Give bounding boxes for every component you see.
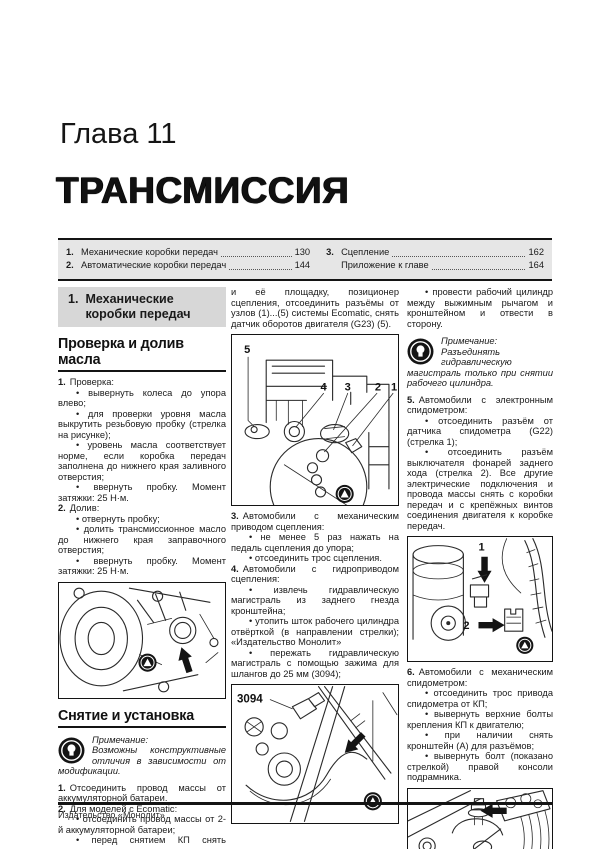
body-paragraph: 2.Долив: [58, 503, 100, 513]
body-paragraph: • долить трансмиссионное масло до нижнег… [58, 524, 226, 555]
monolit-logo-watermark [138, 653, 157, 672]
body-paragraph: • при наличии снять кронштейн (А) для ра… [407, 730, 553, 751]
callout-arrow [480, 803, 507, 818]
note-block: Примечание: Разъединять гидравлическую м… [407, 336, 553, 389]
body-paragraph: • извлечь гидравлическую магистраль из з… [231, 584, 399, 616]
monolit-logo-watermark [516, 636, 534, 654]
toc-entry-page: 164 [528, 260, 544, 270]
toc-entry: Приложение к главе 164 [326, 259, 544, 272]
technical-illustration [408, 789, 551, 849]
toc-entry-number: 3. [326, 247, 334, 257]
figure-subframe-console-bolt [407, 787, 553, 849]
callout-arrow [478, 618, 505, 633]
body-paragraph: • отвернуть пробку; [76, 513, 160, 524]
callout-arrow [477, 556, 492, 583]
toc-entry-label: Автоматические коробки передач [81, 260, 227, 270]
toc-entry-number: 1. [66, 247, 74, 257]
bulb-icon [58, 737, 85, 764]
body-paragraph: • ввернуть пробку. Момент затяжки: 25 Н·… [58, 482, 226, 503]
note-block: Примечание: Возможны конструктивные отли… [58, 735, 226, 777]
body-paragraph: • отсоединить трос сцепления. [249, 553, 382, 563]
monolit-logo-watermark [335, 484, 354, 503]
body-paragraph: • не менее 5 раз нажать на педаль сцепле… [231, 532, 399, 553]
body-paragraph: • отсоединить провод массы от 2-й аккуму… [58, 814, 226, 835]
body-paragraph: • для проверки уровня масла выкрутить ре… [58, 408, 226, 440]
section-title: Механические коробки передач [85, 292, 191, 321]
body-paragraph: • провести рабочий цилиндр между выжимны… [407, 287, 553, 329]
toc-entry-label: Механические коробки передач [81, 247, 218, 257]
body-paragraph: • отсоединить разъём выключателя фонарей… [407, 447, 553, 531]
column-2: и её площадку, позиционер сцепления, отс… [231, 287, 399, 829]
body-paragraph: • вывернуть болт (показано стрелкой) пра… [407, 751, 553, 782]
toc-entry-number: 2. [66, 260, 74, 270]
body-paragraph: 5.Автомобили с электронным спидометром: [407, 394, 553, 416]
body-paragraph: 3.Автомобили с механическим приводом сце… [231, 511, 399, 532]
body-paragraph: • уровень масла соответствует норме, есл… [58, 440, 226, 482]
body-paragraph: 1.Проверка: [58, 377, 114, 387]
note-label: Примечание: [92, 734, 149, 745]
page-title: ТРАНСМИССИЯ [56, 170, 350, 211]
note-label: Примечание: [441, 336, 498, 346]
toc-dot-leader [220, 255, 292, 257]
body-paragraph: • пережать гидравлическую магистраль с п… [231, 647, 399, 679]
column-3: • провести рабочий цилиндр между выжимны… [407, 287, 553, 849]
body-paragraph: 6.Автомобили с механическим спидометром: [407, 667, 553, 688]
toc-dot-leader [229, 268, 292, 270]
figure-callout: 3 [345, 381, 351, 393]
bulb-icon [407, 338, 434, 365]
toc-entry-page: 130 [294, 247, 311, 257]
chapter-label: Глава 11 [60, 118, 177, 150]
body-paragraph: • перед снятием КП снять следующие узлы:… [58, 835, 226, 849]
column-1: 1. Механические коробки передач Проверка… [58, 287, 226, 849]
toc-entry: 1. Механические коробки передач 130 [66, 246, 310, 259]
body-paragraph: 4.Автомобили с гидроприводом сцепления: [231, 563, 399, 585]
technical-illustration: 1 2 [412, 538, 552, 654]
toc-column-right: 3. Сцепление 162 Приложение к главе 164 [326, 246, 544, 272]
heading-removal-installation: Снятие и установка [58, 708, 226, 728]
technical-illustration [59, 587, 219, 692]
figure-number-label: 3094 [237, 694, 263, 706]
table-of-contents: 1. Механические коробки передач 130 2. А… [58, 238, 552, 281]
callout-arrow [178, 646, 193, 673]
body-paragraph: • утопить шток рабочего цилиндра отвёртк… [231, 616, 399, 647]
body-paragraph: • вывернуть верхние болты крепления КП к… [407, 709, 553, 730]
body-paragraph: • отсоединить разъём от датчика спидомет… [407, 415, 553, 447]
note-text: Возможны конструктивные отличия в зависи… [58, 745, 226, 776]
callout-arrow [344, 732, 366, 753]
toc-entry-label: Сцепление [341, 247, 390, 257]
toc-dot-leader [392, 255, 526, 257]
body-paragraph: • ввернуть пробку. Момент затяжки: 25 Н·… [58, 555, 226, 577]
technical-illustration: 5 4 3 2 1 [244, 344, 397, 505]
technical-illustration: 3094 [237, 686, 398, 822]
figure-callout: 2 [375, 381, 381, 393]
body-paragraph: • вывернуть колеса до упора влево; [58, 387, 226, 409]
figure-speedometer-connectors: 1 2 [407, 536, 553, 662]
toc-column-left: 1. Механические коробки передач 130 2. А… [66, 246, 310, 272]
publisher-footer: Издательство «Монолит» [58, 810, 165, 820]
figure-gearbox-sensors: 5 4 3 2 1 [231, 334, 399, 506]
figure-callout: 1 [478, 542, 484, 554]
toc-entry-page: 144 [294, 260, 311, 270]
footer-rule [58, 802, 552, 805]
figure-callout: 5 [244, 344, 250, 356]
toc-entry: 2. Автоматические коробки передач 144 [66, 259, 310, 272]
body-paragraph: • отсоединить трос привода спидометра от… [407, 688, 553, 709]
note-text: Разъединять гидравлическую магистраль то… [407, 346, 553, 389]
figure-oil-filler-plug [58, 581, 226, 699]
section-header-manual-gearbox: 1. Механические коробки передач [58, 287, 226, 327]
body-paragraph: 2.Для моделей с Ecomatic: [58, 803, 178, 814]
heading-oil-check: Проверка и долив масла [58, 336, 226, 372]
toc-entry-page: 162 [528, 247, 544, 257]
figure-callout: 1 [391, 381, 397, 393]
figure-callout: 4 [321, 381, 328, 393]
figure-callout: 2 [463, 620, 469, 632]
toc-entry-label: Приложение к главе [341, 260, 429, 270]
body-paragraph: и её площадку, позиционер сцепления, отс… [231, 287, 399, 329]
body-paragraph: 1.Отсоединить провод массы от аккумулято… [58, 782, 226, 804]
figure-hose-clamp-3094: 3094 [231, 684, 399, 824]
toc-entry: 3. Сцепление 162 [326, 246, 544, 259]
section-number: 1. [68, 292, 79, 306]
toc-dot-leader [431, 268, 526, 270]
